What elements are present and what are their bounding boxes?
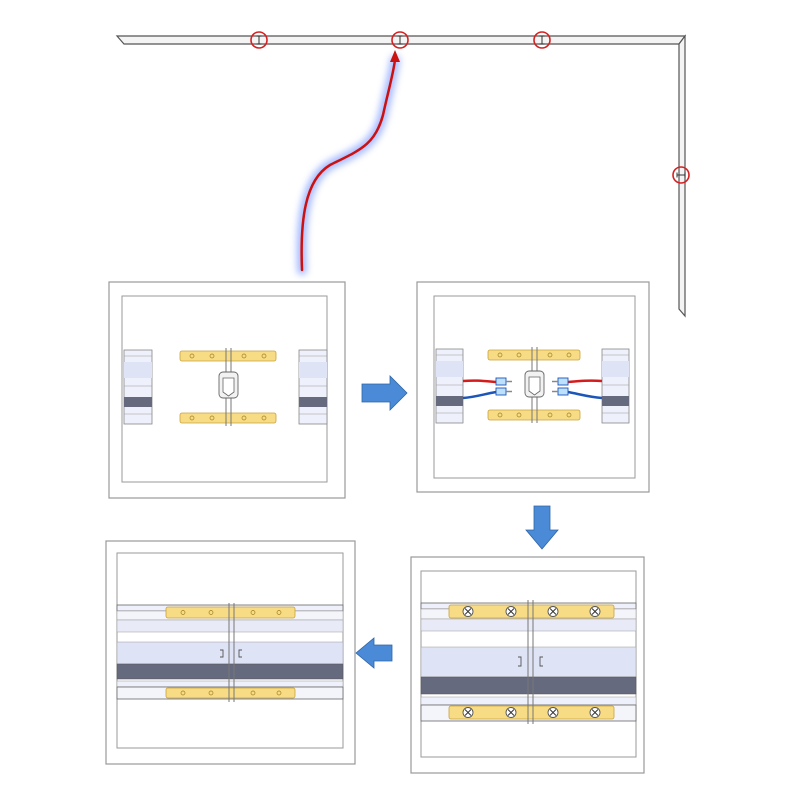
screw-icon <box>589 707 601 718</box>
rail-overview <box>115 31 690 318</box>
channel-end-right <box>601 348 630 424</box>
screw-icon <box>505 606 517 617</box>
screw-icon <box>462 606 474 617</box>
junction-splice-mark <box>397 35 403 45</box>
connector-icon <box>218 348 239 426</box>
mounting-bracket-bottom <box>487 409 581 421</box>
wire-pair-left <box>462 377 512 400</box>
screw-icon <box>547 707 559 718</box>
mounting-bracket-top <box>448 604 615 619</box>
screw-icon <box>547 606 559 617</box>
junction-splice-mark <box>256 35 262 45</box>
callout-glow <box>296 55 400 275</box>
screw-icon <box>589 606 601 617</box>
junction-circle-icon <box>672 166 690 184</box>
callout-arrow <box>296 50 400 275</box>
flow-arrow-icon <box>361 375 408 411</box>
mounting-bracket-top <box>165 606 296 619</box>
channel-end-right <box>298 349 328 425</box>
screw-icon <box>505 707 517 718</box>
callout-line <box>300 58 397 272</box>
junction-splice-mark <box>676 172 686 178</box>
step-4-panel <box>105 540 356 765</box>
junction-markers <box>250 31 690 184</box>
top-rail <box>115 35 687 45</box>
mounting-bracket-bottom <box>179 412 277 424</box>
mounting-bracket-bottom <box>448 705 615 720</box>
flow-arrow-icon <box>525 505 559 550</box>
flow-arrow-icon <box>355 637 393 669</box>
step-3-panel <box>410 556 645 774</box>
screw-set <box>462 606 601 718</box>
connector-icon <box>220 603 242 702</box>
channel-end-left <box>123 349 153 425</box>
junction-splice-mark <box>539 35 545 45</box>
mounting-bracket-top <box>179 350 277 362</box>
junction-circle-icon <box>250 31 268 49</box>
junction-circle-icon <box>391 31 409 49</box>
step-1-panel <box>108 281 346 499</box>
connector-icon <box>518 600 543 724</box>
mounting-bracket-bottom <box>165 687 296 699</box>
screw-icon <box>462 707 474 718</box>
junction-circle-icon <box>533 31 551 49</box>
channel-section <box>116 604 344 700</box>
step-2-panel <box>416 281 650 493</box>
callout-arrowhead-icon <box>390 50 400 62</box>
connector-icon <box>524 347 545 423</box>
channel-end-left <box>435 348 464 424</box>
right-rail <box>678 34 686 318</box>
mounting-bracket-top <box>487 349 581 361</box>
wire-pair-right <box>552 377 603 400</box>
